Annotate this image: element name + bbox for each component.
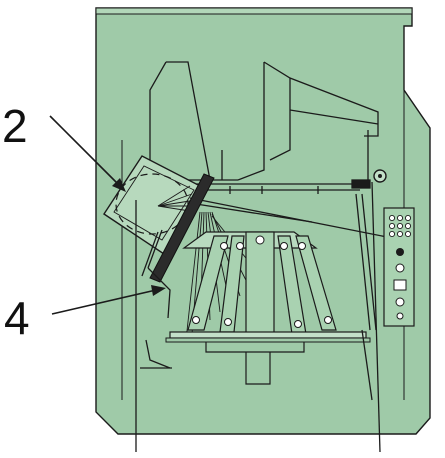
panel-display <box>393 279 407 291</box>
tray-base-plate <box>169 331 367 339</box>
indicator-light <box>396 248 404 256</box>
drive-pulley-hub <box>378 174 382 178</box>
callout-arrow-2 <box>49 115 126 192</box>
callout-label-2: 2 <box>2 100 28 152</box>
callout-arrow-4 <box>51 285 166 315</box>
center-post-bolt <box>255 235 265 245</box>
guide-rails <box>189 183 393 239</box>
keypad-buttons <box>388 214 412 238</box>
upper-feed-hopper <box>131 61 379 213</box>
panel-knob <box>395 297 405 307</box>
panel-dial <box>395 263 405 273</box>
left-chute <box>135 200 172 452</box>
tray-pedestal <box>205 342 305 353</box>
tray-center-post <box>245 231 275 337</box>
housing-top-rim <box>95 7 413 15</box>
callout-label-4: 4 <box>4 292 30 344</box>
tray-base-shelf <box>165 337 371 343</box>
tray-foot <box>245 352 271 385</box>
tray-assembly <box>165 231 371 385</box>
machine-housing <box>95 7 431 435</box>
right-mechanism <box>351 130 381 453</box>
panel-switch <box>396 312 404 320</box>
tray-arm-bolts <box>192 242 332 328</box>
control-panel <box>383 207 415 327</box>
